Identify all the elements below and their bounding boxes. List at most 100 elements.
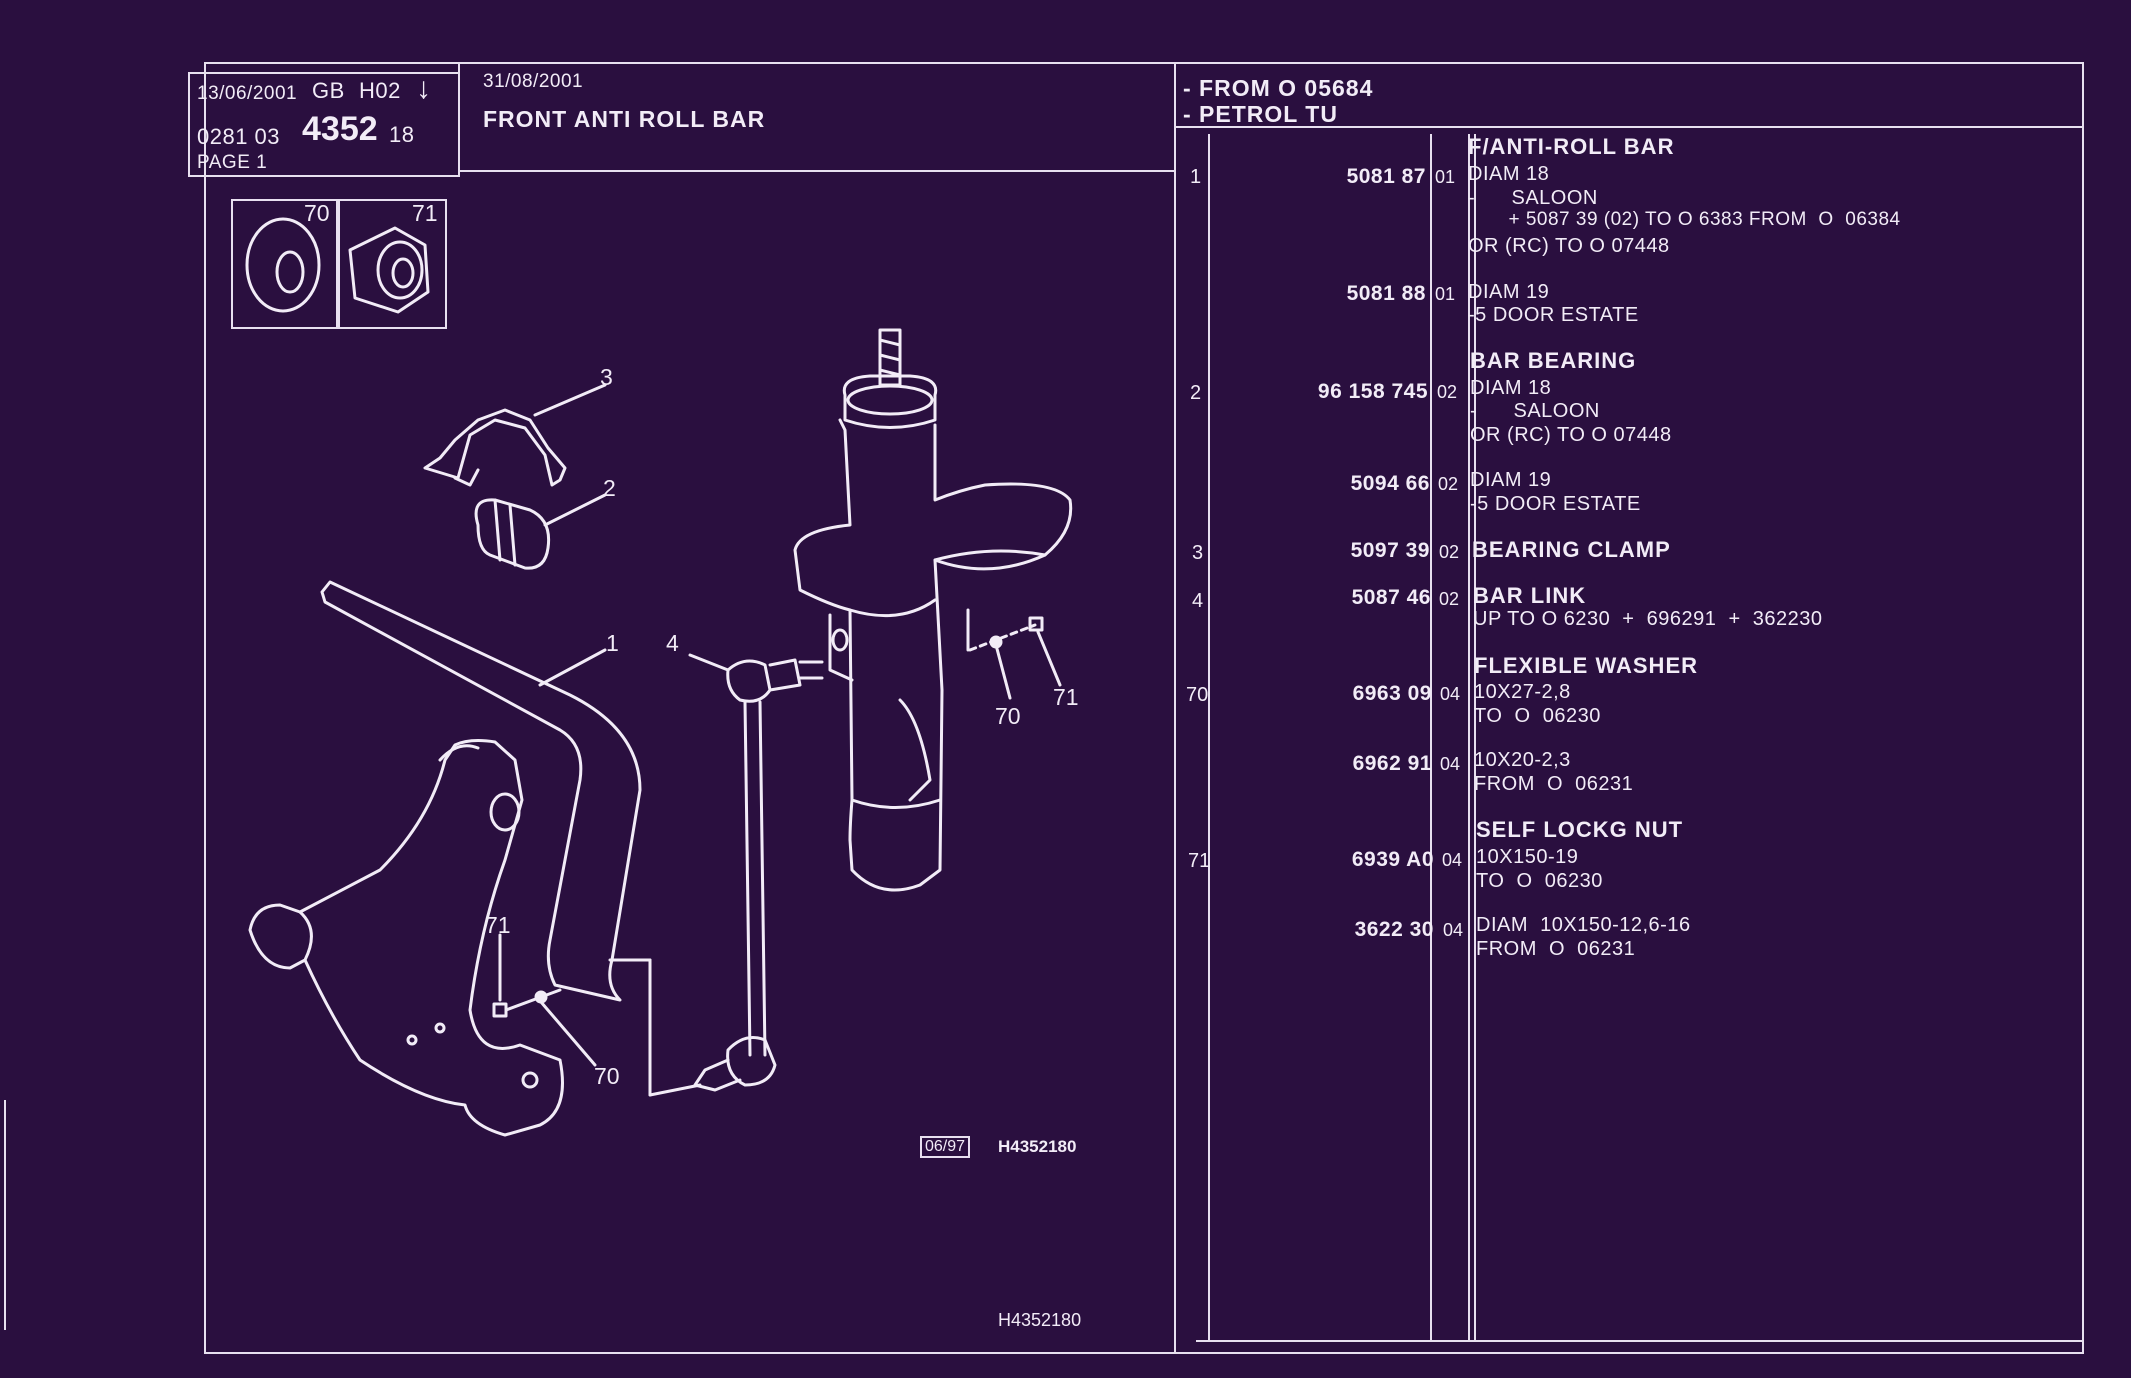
header-rule-bottom-left bbox=[188, 175, 460, 177]
condition-line-2: - PETROL TU bbox=[1183, 101, 1338, 127]
row-part-number: 6962 91 bbox=[1352, 752, 1432, 775]
row-line: FROM O 06231 bbox=[1474, 773, 1634, 795]
row-line: - SALOON bbox=[1468, 187, 1598, 209]
col-rule-var-b bbox=[1468, 134, 1470, 1342]
callout-71-arm: 71 bbox=[485, 912, 511, 938]
col-rule-var-a bbox=[1430, 134, 1432, 1342]
header-page: PAGE 1 bbox=[197, 152, 268, 173]
row-line: -5 DOOR ESTATE bbox=[1468, 304, 1639, 326]
right-border-inner bbox=[2082, 126, 2084, 1342]
row-heading: BAR LINK bbox=[1473, 583, 1587, 608]
row-heading: FLEXIBLE WASHER bbox=[1474, 653, 1699, 678]
row-variant: 04 bbox=[1440, 754, 1461, 774]
row-heading: BAR BEARING bbox=[1470, 348, 1637, 373]
inset-washer-box bbox=[231, 199, 340, 329]
header-lang: GB bbox=[312, 78, 345, 103]
col-rule-desc bbox=[1474, 134, 1476, 1342]
row-ref: 4 bbox=[1192, 590, 1204, 612]
callout-1: 1 bbox=[606, 630, 619, 656]
row-line: OR (RC) TO O 07448 bbox=[1470, 424, 1672, 446]
row-variant: 02 bbox=[1438, 474, 1459, 494]
callout-70-arm: 70 bbox=[594, 1063, 620, 1089]
row-line: OR (RC) TO O 07448 bbox=[1468, 235, 1670, 257]
row-line: TO O 06230 bbox=[1474, 705, 1601, 727]
inset-label-71: 71 bbox=[412, 200, 438, 226]
col-rule-ref bbox=[1208, 134, 1210, 1342]
row-heading: SELF LOCKG NUT bbox=[1476, 817, 1684, 842]
row-line: -5 DOOR ESTATE bbox=[1470, 493, 1641, 515]
row-line: 10X27-2,8 bbox=[1474, 681, 1571, 703]
row-variant: 01 bbox=[1435, 167, 1456, 187]
header-divider-1 bbox=[458, 62, 460, 176]
row-line: DIAM 18 bbox=[1470, 377, 1552, 399]
washer-icon bbox=[245, 217, 321, 313]
row-ref: 71 bbox=[1188, 850, 1211, 872]
row-ref: 70 bbox=[1186, 684, 1209, 706]
condition-line-1: - FROM O 05684 bbox=[1183, 75, 1374, 101]
row-part-number: 5081 88 bbox=[1346, 282, 1426, 305]
row-variant: 02 bbox=[1437, 382, 1458, 402]
page-title: FRONT ANTI ROLL BAR bbox=[483, 106, 766, 132]
row-part-number: 6963 09 bbox=[1352, 682, 1432, 705]
row-line: DIAM 19 bbox=[1468, 281, 1550, 303]
row-part-number: 5097 39 bbox=[1350, 539, 1430, 562]
inset-label-70: 70 bbox=[304, 200, 330, 226]
left-page-mark bbox=[4, 1100, 6, 1330]
row-part-number: 3622 30 bbox=[1354, 918, 1434, 941]
row-part-number: 5087 46 bbox=[1351, 586, 1431, 609]
nut-icon bbox=[348, 226, 430, 314]
callout-2: 2 bbox=[603, 475, 616, 501]
row-part-number: 5094 66 bbox=[1350, 472, 1430, 495]
down-arrow-icon: ↓ bbox=[416, 72, 432, 105]
row-line: UP TO O 6230 + 696291 + 362230 bbox=[1473, 608, 1823, 630]
row-line: DIAM 10X150-12,6-16 bbox=[1476, 914, 1691, 936]
anti-roll-bar-icon bbox=[320, 580, 642, 1002]
header-date: 13/06/2001 bbox=[197, 83, 298, 104]
row-variant: 02 bbox=[1439, 542, 1460, 562]
header-rule-mid bbox=[458, 170, 1174, 172]
diagram-code-bottom: H4352180 bbox=[998, 1310, 1082, 1330]
row-variant: 04 bbox=[1442, 850, 1463, 870]
row-part-number: 96 158 745 bbox=[1317, 380, 1428, 403]
header-ref-main: 4352 bbox=[302, 110, 378, 148]
diagram-code-small: H4352180 bbox=[998, 1137, 1077, 1156]
callout-4: 4 bbox=[666, 630, 679, 656]
bar-link-icon bbox=[726, 659, 772, 703]
header-rule-right bbox=[1174, 126, 2084, 128]
header-date-2: 31/08/2001 bbox=[483, 71, 584, 92]
row-line: FROM O 06231 bbox=[1476, 938, 1636, 960]
row-line: + 5087 39 (02) TO O 6383 FROM O 06384 bbox=[1468, 209, 1901, 230]
inset-nut-box bbox=[336, 199, 447, 329]
callout-3: 3 bbox=[600, 364, 613, 390]
row-heading: F/ANTI-ROLL BAR bbox=[1468, 134, 1675, 159]
row-variant: 02 bbox=[1439, 589, 1460, 609]
row-line: 10X150-19 bbox=[1476, 846, 1579, 868]
header-ref-suffix: 18 bbox=[389, 122, 415, 147]
bearing-clamp-icon bbox=[423, 408, 567, 487]
header-ref-prefix: 0281 03 bbox=[197, 124, 281, 149]
row-line: DIAM 18 bbox=[1468, 163, 1550, 185]
header-divider-2 bbox=[1174, 62, 1176, 1354]
bar-bearing-icon bbox=[474, 498, 551, 570]
row-part-number: 6939 A0 bbox=[1351, 848, 1434, 871]
header-box-left-edge bbox=[188, 72, 190, 176]
row-line: DIAM 19 bbox=[1470, 469, 1552, 491]
row-heading: BEARING CLAMP bbox=[1472, 537, 1671, 562]
row-variant: 01 bbox=[1435, 284, 1456, 304]
lower-arm-icon bbox=[248, 903, 313, 970]
callout-70-strut: 70 bbox=[995, 703, 1021, 729]
row-ref: 3 bbox=[1192, 542, 1204, 564]
row-variant: 04 bbox=[1443, 920, 1464, 940]
header-code: H02 bbox=[359, 78, 401, 103]
row-part-number: 5081 87 bbox=[1346, 165, 1426, 188]
callout-71-strut: 71 bbox=[1053, 684, 1079, 710]
row-line: TO O 06230 bbox=[1476, 870, 1603, 892]
row-line: 10X20-2,3 bbox=[1474, 749, 1571, 771]
table-bottom-rule bbox=[1196, 1340, 2084, 1342]
row-ref: 1 bbox=[1190, 166, 1202, 188]
row-ref: 2 bbox=[1190, 382, 1202, 404]
row-variant: 04 bbox=[1440, 684, 1461, 704]
row-line: - SALOON bbox=[1470, 400, 1600, 422]
revision-stamp: 06/97 bbox=[920, 1136, 971, 1158]
